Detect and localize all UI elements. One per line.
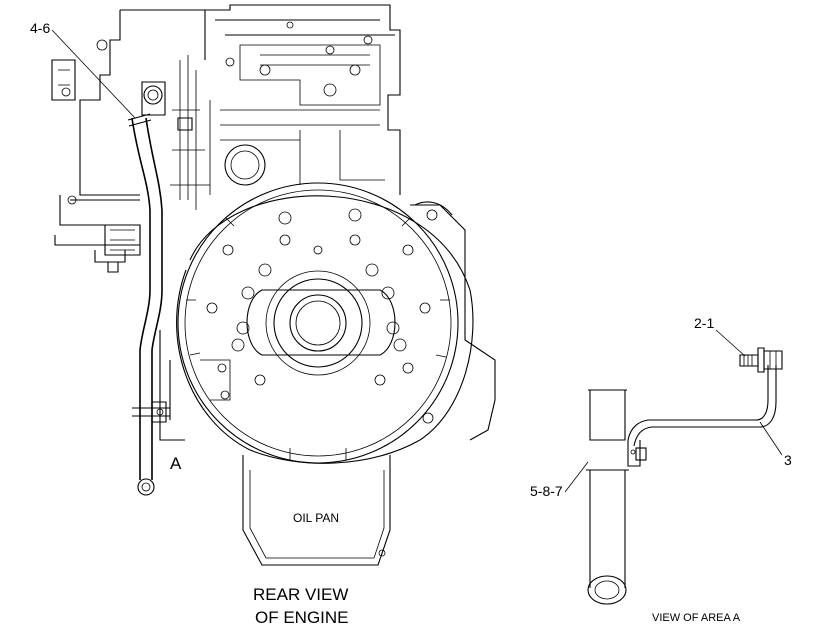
flywheel-housing	[159, 182, 496, 464]
callout-hose-label: 4-6	[30, 20, 50, 36]
rear-view-title: REAR VIEW OF ENGINE	[253, 585, 349, 627]
breather-hose	[127, 113, 170, 496]
rear-view-line-2: OF ENGINE	[255, 608, 349, 627]
callout-clip-label: 5-8-7	[530, 483, 563, 499]
area-a-detail: 2-1 3 5-8-7 VIEW OF AREA A	[530, 315, 792, 624]
oil-pan: OIL PAN	[242, 455, 391, 566]
callout-bracket-label: 3	[784, 452, 792, 468]
rear-view-line-1: REAR VIEW	[253, 585, 348, 604]
oil-pan-label: OIL PAN	[293, 511, 339, 525]
callout-bolt-label: 2-1	[694, 315, 714, 331]
housing-bolt-holes	[206, 208, 434, 424]
engine-block	[51, 4, 401, 273]
area-a-marker: A	[170, 454, 182, 473]
area-view-caption: VIEW OF AREA A	[652, 612, 741, 624]
callout-hose: 4-6	[30, 20, 136, 119]
